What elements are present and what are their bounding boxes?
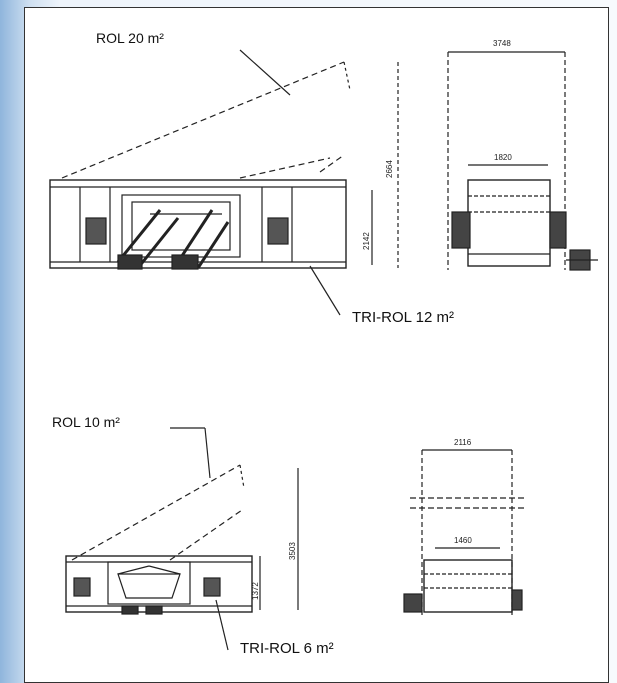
dim-bottom-width: 2116 (454, 438, 472, 447)
top-side-view (49, 49, 399, 316)
bottom-side-view (65, 427, 299, 651)
dim-bottom-height-total: 3503 (288, 542, 297, 560)
dim-top-height-total: 2664 (385, 160, 394, 178)
bottom-front-view (403, 449, 525, 615)
trirol6-label: TRI-ROL 6 m² (240, 640, 334, 657)
top-front-view (447, 51, 598, 271)
dim-bottom-inner: 1460 (454, 536, 472, 545)
dim-top-height: 2142 (362, 232, 371, 250)
rol10-label: ROL 10 m² (52, 414, 120, 430)
dim-top-inner: 1820 (494, 153, 512, 162)
dim-top-width: 3748 (493, 39, 511, 48)
trirol12-label: TRI-ROL 12 m² (352, 309, 454, 326)
rol20-label: ROL 20 m² (96, 30, 164, 46)
dim-bottom-height: 1372 (251, 582, 260, 600)
